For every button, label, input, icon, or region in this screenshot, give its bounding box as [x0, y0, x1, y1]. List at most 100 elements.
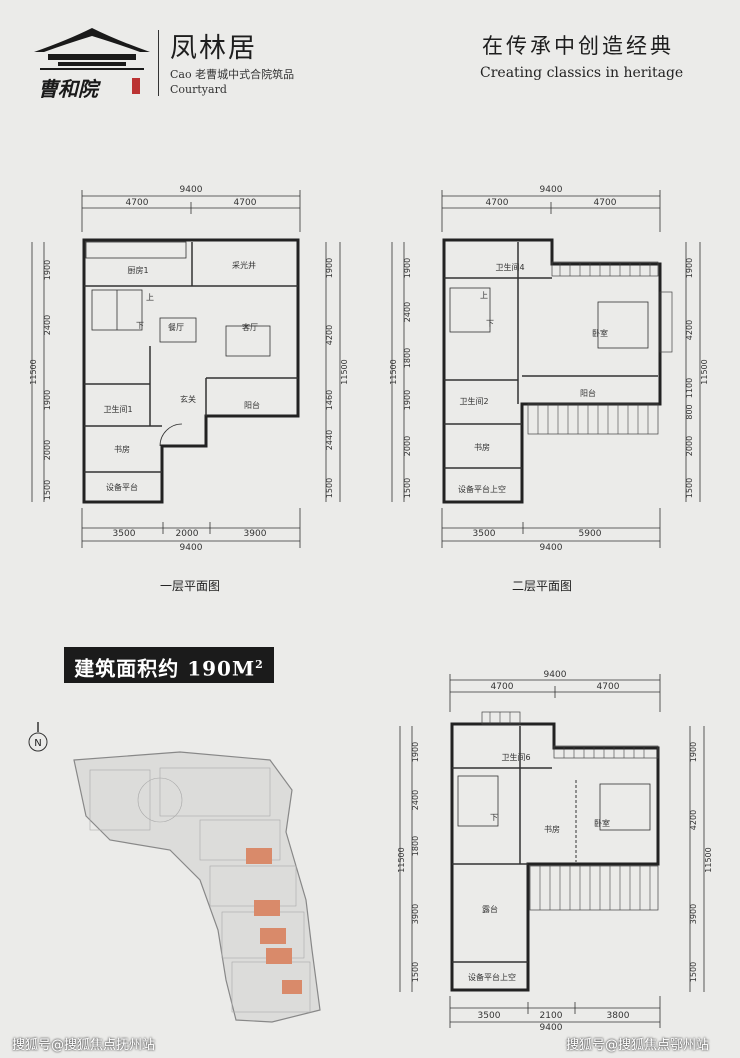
plan3-dim-left-4: 1500	[411, 962, 420, 982]
plan1-dim-left-2: 1900	[43, 390, 52, 410]
plan3-dim-right-total: 11500	[704, 847, 713, 872]
plan1-dim-left-3: 2000	[43, 440, 52, 460]
plan3-floor-plan: 9400 4700 4700 11500 1900 2400 1800 3900…	[397, 670, 713, 1033]
plan2-dim-left-4: 2000	[403, 436, 412, 456]
plan3-dim-right-1: 4200	[689, 810, 698, 830]
plan1-dim-top-a: 4700	[126, 198, 149, 208]
plan1-dim-bot-c: 3900	[244, 529, 267, 539]
header-divider	[158, 30, 159, 96]
plan2-dim-right-2: 1100	[685, 378, 694, 398]
watermark-right: 搜狐号@搜狐焦点鄂州站	[566, 1038, 710, 1053]
floor-area-badge: 建筑面积约 190M2	[64, 647, 274, 683]
plan1-dim-top-total: 9400	[180, 185, 203, 195]
watermark-left: 搜狐号@搜狐焦点抚州站	[12, 1038, 156, 1053]
plan3-dim-right-3: 1500	[689, 962, 698, 982]
plan1-dim-right-total: 11500	[340, 359, 349, 384]
plan1-dim-left-total: 11500	[29, 359, 38, 384]
plan3-down: 下	[490, 813, 498, 822]
plan3-dim-right-2: 3900	[689, 904, 698, 924]
plan1-dim-left-1: 2400	[43, 315, 52, 335]
plan2-dim-left-2: 1800	[403, 348, 412, 368]
plan2-room-study: 书房	[474, 442, 490, 452]
north-arrow-label: N	[34, 738, 41, 749]
plan1-dim-bot-b: 2000	[176, 529, 199, 539]
plan1-down: 下	[136, 321, 144, 330]
plan1-dim-bot-a: 3500	[113, 529, 136, 539]
plan2-dim-right-1: 4200	[685, 320, 694, 340]
plan1-room-equip: 设备平台	[106, 482, 138, 492]
plan1-room-bath: 卫生间1	[103, 404, 132, 414]
plan1-dim-bot-total: 9400	[180, 543, 203, 553]
plan2-room-equip: 设备平台上空	[458, 484, 506, 494]
plan2-dim-bot-a: 3500	[473, 529, 496, 539]
plan2-floor-plan: 9400 4700 4700 11500 1900 2400 1800 1900…	[389, 185, 709, 553]
plan2-dim-top-a: 4700	[486, 198, 509, 208]
plan3-dim-bot-a: 3500	[478, 1011, 501, 1021]
plan3-room-study: 书房	[544, 824, 560, 834]
plan3-dim-right-0: 1900	[689, 742, 698, 762]
plan2-dim-top-total: 9400	[540, 185, 563, 195]
plan3-room-equip: 设备平台上空	[468, 972, 516, 982]
plan1-room-study: 书房	[114, 444, 130, 454]
plan2-dim-right-3: 800	[685, 404, 694, 419]
plan1-room-entry: 玄关	[180, 394, 196, 404]
plan3-room-bedroom: 卧室	[594, 818, 610, 828]
plan2-dim-left-0: 1900	[403, 258, 412, 278]
plan2-room-bedroom: 卧室	[592, 328, 608, 338]
plan1-caption: 一层平面图	[160, 579, 220, 593]
brand-name: 凤林居	[170, 33, 257, 64]
brand-logo: 曹和院	[34, 28, 150, 101]
plan2-down: 下	[486, 319, 494, 328]
plan2-caption: 二层平面图	[512, 579, 572, 593]
plan3-dim-top-b: 4700	[597, 682, 620, 692]
plan2-dim-bot-total: 9400	[540, 543, 563, 553]
plan2-dim-top-b: 4700	[594, 198, 617, 208]
logo-text: 曹和院	[38, 77, 102, 101]
plan3-room-terrace: 露台	[482, 904, 498, 914]
plan3-dim-left-total: 11500	[397, 847, 406, 872]
plan1-room-skylight: 采光井	[232, 260, 256, 270]
plan1-room-balcony: 阳台	[244, 400, 260, 410]
plan3-dim-top-a: 4700	[491, 682, 514, 692]
plan2-dim-bot-b: 5900	[579, 529, 602, 539]
plan1-dim-right-2: 1460	[325, 390, 334, 410]
brand-subtitle: Cao 老曹城中式合院筑品	[170, 68, 295, 81]
plan1-up: 上	[146, 293, 154, 302]
plan3-dim-left-1: 2400	[411, 790, 420, 810]
plan3-dim-bot-c: 3800	[607, 1011, 630, 1021]
plan1-floor-plan: 9400 4700 4700 11500 1900 2400 1900 2000…	[29, 185, 349, 553]
plan3-dim-left-3: 3900	[411, 904, 420, 924]
plan3-dim-bot-total: 9400	[540, 1023, 563, 1033]
plan3-dim-left-0: 1900	[411, 742, 420, 762]
plan1-room-living: 客厅	[242, 322, 258, 332]
plan2-room-bath2: 卫生间2	[459, 396, 488, 406]
slogan-en: Creating classics in heritage	[480, 65, 684, 81]
slogan-cn: 在传承中创造经典	[482, 34, 674, 58]
plan1-dim-right-4: 1500	[325, 478, 334, 498]
plan2-dim-left-5: 1500	[403, 478, 412, 498]
plan1-dim-right-1: 4200	[325, 325, 334, 345]
brand-subtitle-en: Courtyard	[170, 83, 227, 96]
plan2-dim-left-3: 1900	[403, 390, 412, 410]
plan2-dim-right-total: 11500	[700, 359, 709, 384]
plan3-room-bath6: 卫生间6	[501, 752, 530, 762]
plan3-dim-bot-b: 2100	[540, 1011, 563, 1021]
plan1-room-kitchen: 厨房1	[127, 265, 148, 275]
plan1-dim-left-0: 1900	[43, 260, 52, 280]
plan1-room-dining: 餐厅	[168, 323, 184, 332]
plan1-dim-left-4: 1500	[43, 480, 52, 500]
plan2-dim-left-1: 2400	[403, 302, 412, 322]
plan2-room-balcony: 阳台	[580, 388, 596, 398]
floor-area-sup: 2	[255, 658, 264, 671]
site-map: N	[28, 722, 321, 1023]
plan2-dim-right-4: 2000	[685, 436, 694, 456]
plan2-dim-right-5: 1500	[685, 478, 694, 498]
plan1-dim-right-0: 1900	[325, 258, 334, 278]
plan1-dim-top-b: 4700	[234, 198, 257, 208]
plan3-dim-left-2: 1800	[411, 836, 420, 856]
floor-area-text: 建筑面积约 190M	[74, 656, 256, 681]
plan3-dim-top-total: 9400	[544, 670, 567, 680]
plan2-room-bath4: 卫生间4	[495, 262, 524, 272]
